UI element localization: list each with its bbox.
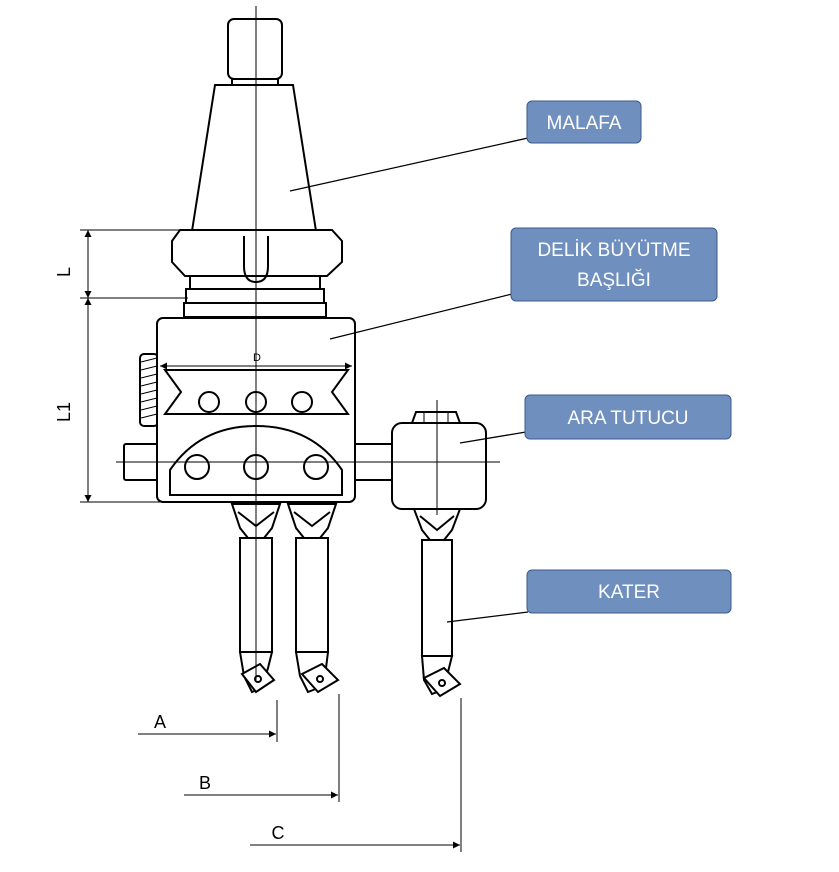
dim-label-d: D bbox=[253, 352, 261, 364]
callout-malafa: MALAFA bbox=[526, 100, 642, 144]
boring-head-body bbox=[123, 317, 401, 503]
callout-ara-tutucu-label: ARA TUTUCU bbox=[567, 408, 688, 429]
callout-ara-tutucu: ARA TUTUCU bbox=[524, 394, 732, 440]
callout-malafa-label: MALAFA bbox=[547, 113, 622, 134]
lower-holes bbox=[184, 454, 329, 480]
dimension-lines bbox=[80, 229, 462, 852]
ara-tutucu-holder bbox=[391, 411, 487, 510]
callout-delik-line2: BAŞLIĞI bbox=[577, 269, 651, 291]
malafa-taper-shank bbox=[190, 18, 318, 232]
kater-tool-2 bbox=[286, 503, 340, 694]
callout-kater: KATER bbox=[526, 569, 732, 614]
dim-label-a: A bbox=[154, 712, 166, 732]
callout-delik-buyutme-basligi: DELİK BÜYÜTME BAŞLIĞI bbox=[510, 227, 718, 302]
kater-tool-3 bbox=[412, 508, 462, 698]
center-lines bbox=[116, 6, 500, 680]
dim-label-c: C bbox=[272, 823, 285, 843]
dim-label-l1: L1 bbox=[54, 402, 74, 422]
dim-label-b: B bbox=[199, 773, 211, 793]
callout-leaders bbox=[289, 137, 529, 623]
flange bbox=[171, 229, 343, 318]
dim-label-l: L bbox=[54, 267, 74, 277]
callout-delik-line1: DELİK BÜYÜTME bbox=[537, 240, 690, 261]
callout-kater-label: KATER bbox=[598, 582, 660, 603]
